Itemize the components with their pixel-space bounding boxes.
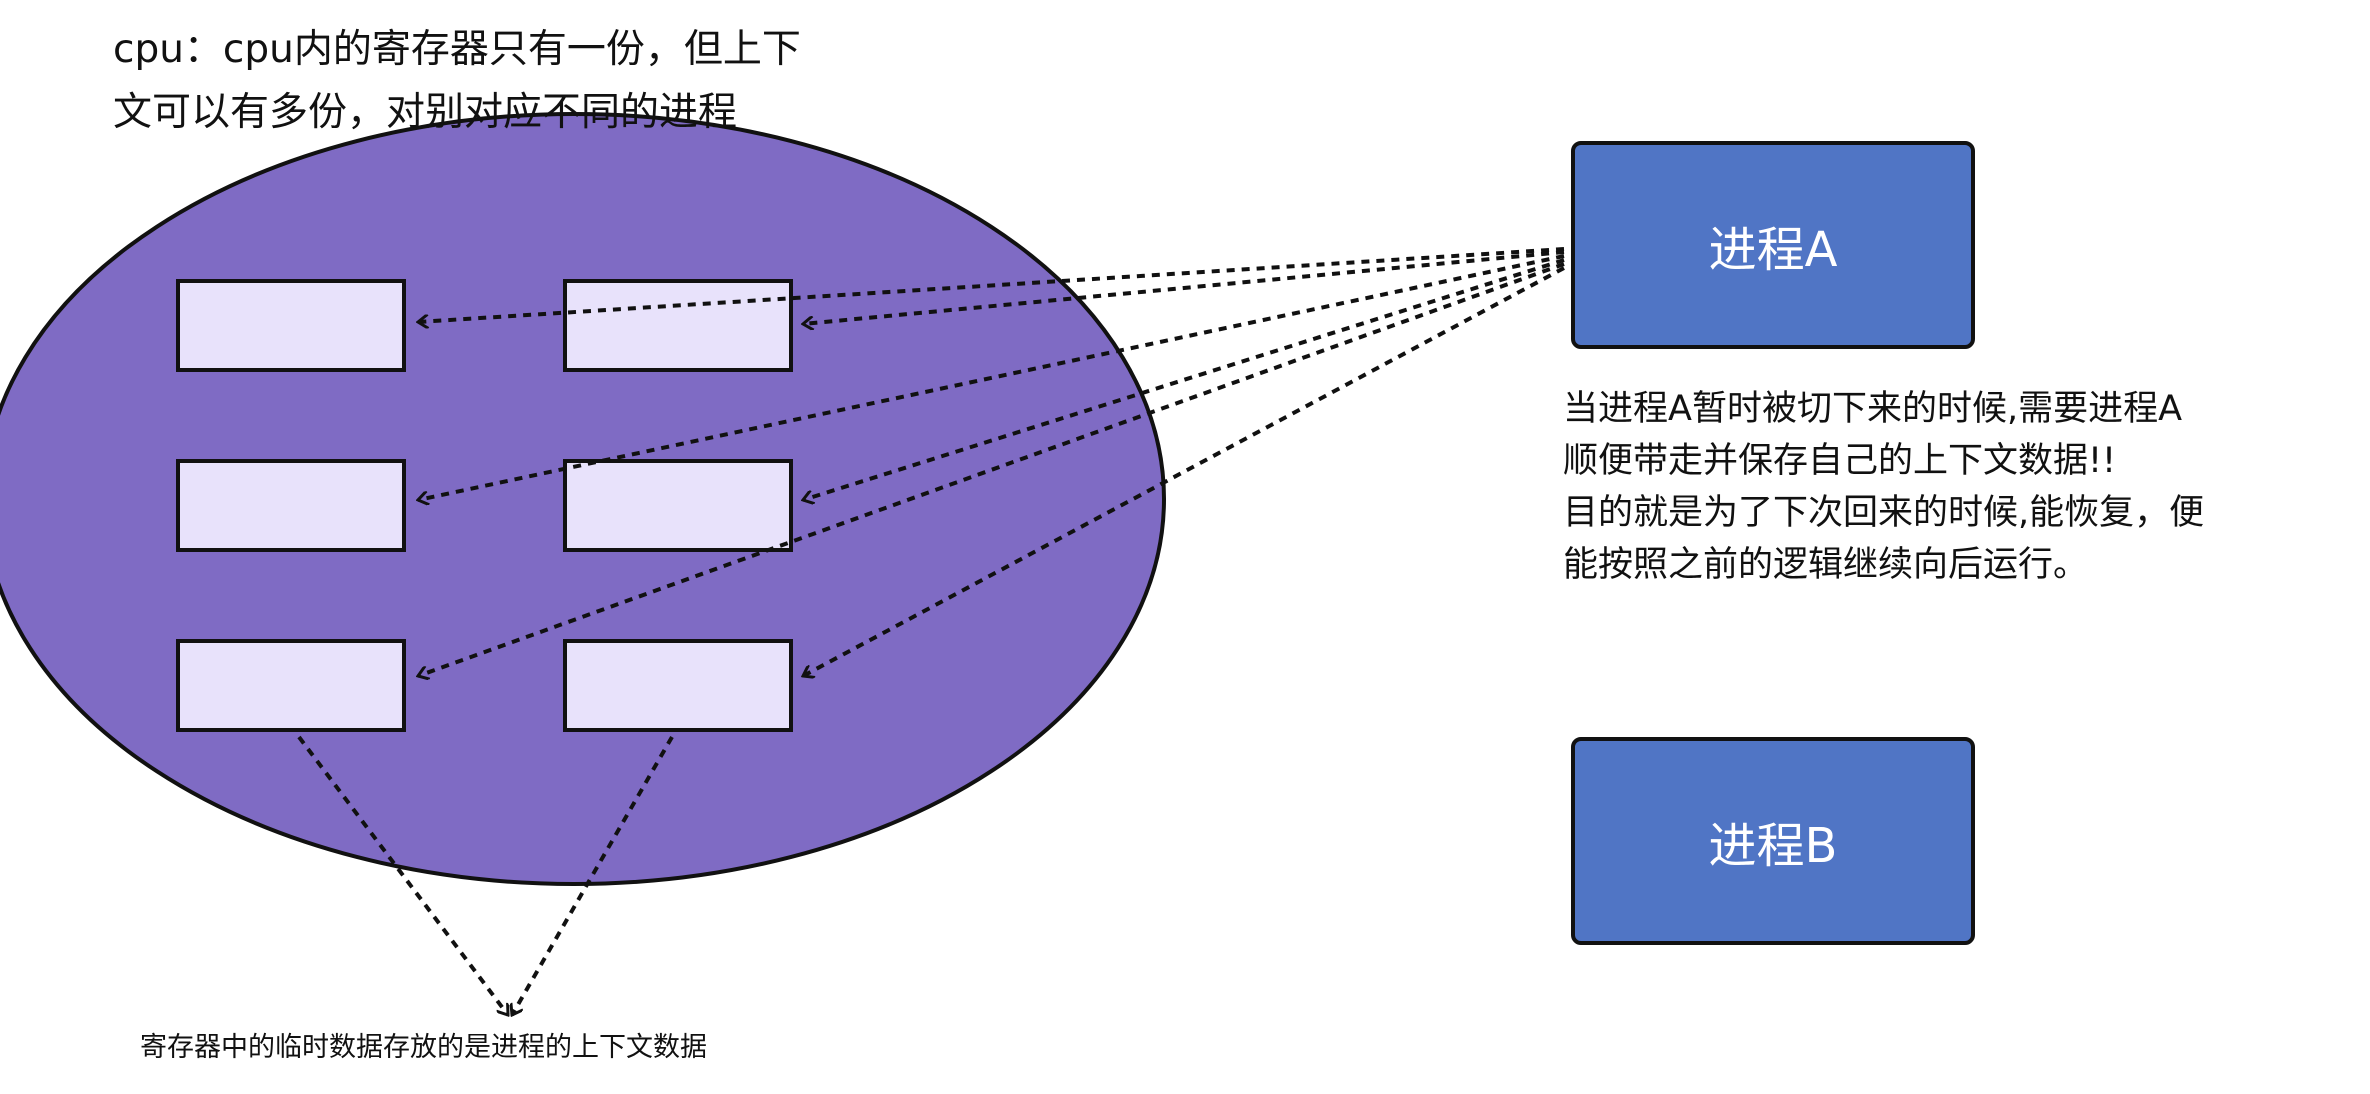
- process-note: 当进程A暂时被切下来的时候,需要进程A 顺便带走并保存自己的上下文数据!! 目的…: [1563, 383, 2204, 591]
- register-box: [176, 639, 406, 732]
- context-arrow: [418, 262, 1565, 676]
- process-b-label: 进程B: [1708, 818, 1838, 874]
- context-arrow: [418, 254, 1565, 500]
- register-box: [563, 459, 793, 552]
- cpu-note-line: 文可以有多份，对别对应不同的进程: [113, 90, 738, 135]
- context-arrow: [803, 250, 1565, 324]
- context-arrow: [418, 247, 1565, 322]
- register-grid: [176, 279, 793, 732]
- process-note-line: 顺便带走并保存自己的上下文数据!!: [1563, 441, 2117, 481]
- context-arrow: [803, 258, 1565, 500]
- process-b-box: 进程B: [1571, 737, 1975, 945]
- register-box: [176, 279, 406, 372]
- register-box: [176, 459, 406, 552]
- cpu-note: cpu：cpu内的寄存器只有一份，但上下 文可以有多份，对别对应不同的进程: [113, 18, 801, 144]
- register-box: [563, 639, 793, 732]
- register-box: [563, 279, 793, 372]
- register-to-note-arrow: [297, 735, 510, 1015]
- register-note: 寄存器中的临时数据存放的是进程的上下文数据: [140, 1032, 707, 1063]
- cpu-note-line: cpu：cpu内的寄存器只有一份，但上下: [113, 27, 801, 72]
- process-a-label: 进程A: [1708, 222, 1838, 278]
- process-note-line: 当进程A暂时被切下来的时候,需要进程A: [1563, 389, 2183, 429]
- process-note-line: 能按照之前的逻辑继续向后运行。: [1563, 545, 2089, 585]
- process-note-line: 目的就是为了下次回来的时候,能恢复，便: [1563, 493, 2205, 533]
- process-a-box: 进程A: [1571, 141, 1975, 349]
